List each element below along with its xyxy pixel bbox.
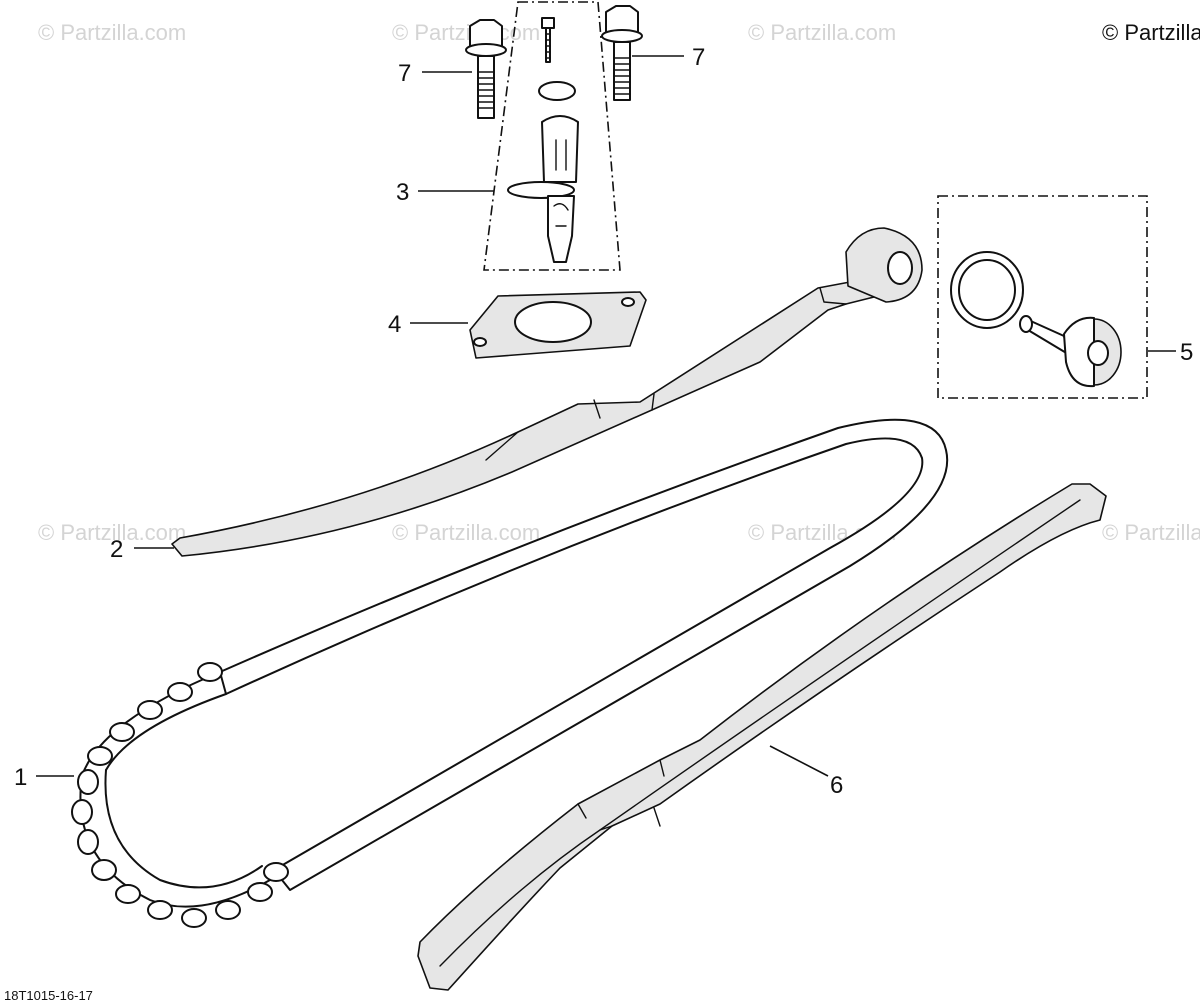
chain-guide[interactable] [171, 227, 923, 557]
watermark: © Partzilla.com [38, 520, 186, 545]
copyright-notice: © Partzilla.com [1102, 20, 1200, 45]
watermark: © Partzilla.com [748, 20, 896, 45]
tensioner-washer [538, 81, 576, 101]
chain-slider[interactable] [417, 483, 1107, 991]
diagram-reference-code: 18T1015-16-17 [4, 988, 93, 1003]
leader-lines [36, 55, 1176, 777]
plug-group-frame [937, 195, 1148, 399]
watermark: © Partzilla.com [38, 20, 186, 45]
bolt-left[interactable] [465, 19, 507, 119]
tensioner-group-frame [483, 1, 621, 271]
watermark: © Partzilla.com [1102, 520, 1200, 545]
callout-guide: 2 [110, 536, 123, 563]
bolt-right[interactable] [601, 5, 643, 101]
o-ring [950, 251, 1024, 329]
chain-link-rollers [71, 662, 289, 928]
small-screw [541, 17, 555, 63]
callout-tensioner: 3 [396, 179, 409, 206]
callout-gasket: 4 [388, 311, 401, 338]
callout-slider: 6 [830, 772, 843, 799]
tensioner-assembly[interactable] [483, 1, 621, 271]
callout-chain: 1 [14, 764, 27, 791]
plug-assembly[interactable] [937, 195, 1148, 399]
timing-chain[interactable] [71, 418, 949, 928]
tensioner-body [507, 115, 579, 263]
gasket[interactable] [469, 291, 647, 359]
callout-bolt-right: 7 [692, 44, 705, 71]
plug [1019, 315, 1122, 388]
callout-plug: 5 [1180, 339, 1193, 366]
watermark: © Partzilla.com [392, 20, 540, 45]
callout-bolt-left: 7 [398, 60, 411, 87]
watermark: © Partzilla.com [392, 520, 540, 545]
callouts: 1 2 3 4 5 6 7 7 [14, 44, 1193, 799]
